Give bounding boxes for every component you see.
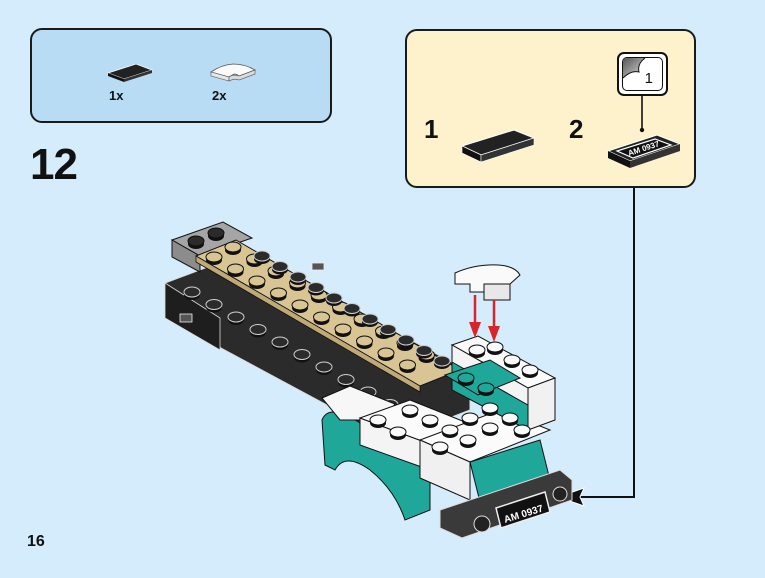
side-pin <box>179 262 325 323</box>
sticker-leader-dot <box>639 127 645 133</box>
part-qty-white-slope: 2x <box>212 88 227 103</box>
callout-pointer-line <box>580 188 635 498</box>
black-stud <box>253 250 271 262</box>
black-stud <box>289 271 307 283</box>
white-stud <box>421 414 439 426</box>
teal-stud <box>457 372 475 384</box>
black-stud <box>183 286 201 298</box>
white-stud <box>461 412 479 424</box>
white-stud <box>513 424 531 436</box>
tan-stud <box>248 275 266 287</box>
white-stud <box>468 344 486 356</box>
black-stud <box>343 303 361 314</box>
sticker-icon: 1 <box>622 57 663 91</box>
sticker-number: 1 <box>644 70 653 87</box>
tan-stud <box>227 263 244 275</box>
black-stud <box>337 374 355 385</box>
white-curved-slope-part-icon <box>210 63 256 82</box>
gray-brick-stud <box>187 235 205 247</box>
substep-1-black-tile-icon <box>460 129 536 163</box>
substep-number-1: 1 <box>424 114 439 144</box>
black-stud <box>325 292 343 304</box>
red-placement-arrow-icon <box>469 295 500 342</box>
substep-number-2: 2 <box>569 114 584 144</box>
sticker-badge: 1 <box>617 52 668 96</box>
black-stud <box>315 361 333 373</box>
black-stud <box>293 349 311 360</box>
white-stud <box>401 404 419 416</box>
page-number: 16 <box>27 533 45 550</box>
chassis-side <box>164 282 221 351</box>
part-qty-black-tile: 1x <box>109 88 124 103</box>
headlight-right-icon <box>552 486 568 502</box>
teal-stud <box>477 382 495 394</box>
tan-stud <box>291 299 309 311</box>
white-stud <box>481 402 499 414</box>
black-stud <box>205 299 223 310</box>
white-stud <box>459 434 477 446</box>
tan-stud <box>399 359 416 371</box>
white-stud <box>441 424 459 436</box>
white-stud <box>501 412 519 424</box>
substep-2-license-plate-icon: AM 0937 <box>606 134 682 168</box>
black-stud <box>307 282 325 293</box>
white-studs <box>369 341 539 455</box>
white-stud <box>503 354 521 366</box>
black-stud <box>379 324 397 335</box>
tan-stud <box>205 251 223 263</box>
black-stud <box>271 336 289 348</box>
black-stud <box>415 345 433 356</box>
black-stud <box>249 324 267 335</box>
tan-stud <box>356 335 373 347</box>
black-stud <box>227 311 245 323</box>
tan-stud <box>270 287 287 299</box>
tan-stud <box>334 323 352 335</box>
headlight-left-icon <box>473 515 491 533</box>
black-stud <box>433 355 451 367</box>
black-tile-part-icon <box>106 63 154 82</box>
black-stud <box>361 313 379 325</box>
white-stud <box>369 414 387 426</box>
tan-stud <box>313 311 330 323</box>
black-stud <box>271 261 289 272</box>
tan-stud <box>224 241 242 253</box>
black-stud <box>397 334 415 346</box>
white-stud <box>389 426 407 438</box>
white-stud <box>521 364 539 376</box>
step-number: 12 <box>30 140 78 189</box>
incoming-white-slope <box>454 264 521 301</box>
white-stud <box>481 422 499 434</box>
parts-list-box: 1x 2x <box>30 28 332 123</box>
white-stud <box>431 441 449 453</box>
tan-stud <box>377 347 395 359</box>
gray-brick-stud <box>207 227 225 239</box>
tan-plate-side <box>195 255 421 393</box>
teal-center-brick <box>443 359 522 396</box>
gray-end-brick-side <box>171 239 201 273</box>
white-stud <box>486 341 504 353</box>
